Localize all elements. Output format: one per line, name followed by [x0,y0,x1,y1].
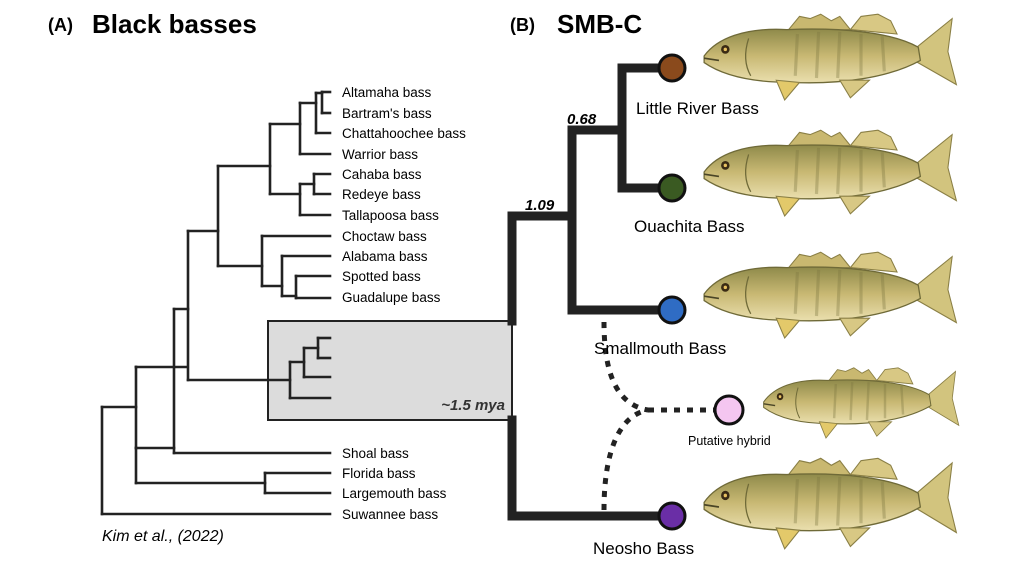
species-label: Smallmouth Bass [594,339,726,358]
fish-smallmouth-bass-image [702,250,959,340]
smb-clade-highlight [267,320,513,421]
black-bass-tree [100,90,332,516]
species-label: Putative hybrid [688,434,771,448]
taxon-label: Shoal bass [342,446,409,461]
tip-marker-little-river [657,53,687,83]
taxon-label: Alabama bass [342,249,428,264]
taxon-label: Chattahoochee bass [342,126,466,141]
taxon-label: Cahaba bass [342,167,422,182]
species-label: Neosho Bass [593,539,694,558]
taxon-label: Bartram's bass [342,106,432,121]
support-value-inner: 0.68 [567,111,597,128]
smb-c-tree [507,63,677,521]
support-value-outer: 1.09 [525,197,555,214]
taxon-label: Largemouth bass [342,486,447,501]
taxon-label: Tallapoosa bass [342,208,439,223]
taxon-label: Florida bass [342,466,416,481]
taxon-label: Choctaw bass [342,229,427,244]
species-label: Ouachita Bass [634,217,745,236]
fish-putative-hybrid-image [762,366,961,440]
clade-age-label: ~1.5 mya [441,397,505,414]
tip-marker-smallmouth [657,295,687,325]
taxon-label: Redeye bass [342,187,421,202]
panel-a-taxa: Altamaha bass Bartram's bass Chattahooch… [342,85,466,522]
taxon-label: Spotted bass [342,269,421,284]
fish-neosho-bass-image [702,456,959,551]
citation: Kim et al., (2022) [102,528,224,545]
taxon-label: Altamaha bass [342,85,432,100]
panel-b-title: SMB-C [557,9,642,39]
species-label: Little River Bass [636,99,759,118]
panel-b-letter: (B) [510,15,535,35]
tip-marker-hybrid [713,394,745,426]
fish-little-river-bass-image [702,12,959,102]
panel-a-letter: (A) [48,15,73,35]
taxon-label: Warrior bass [342,147,418,162]
taxon-label: Guadalupe bass [342,290,441,305]
tip-marker-ouachita [657,173,687,203]
panel-a-title: Black basses [92,9,257,39]
hybrid-introgression-lines [601,321,720,511]
fish-ouachita-bass-image [702,128,959,218]
taxon-label: Suwannee bass [342,507,438,522]
tip-marker-neosho [657,501,687,531]
